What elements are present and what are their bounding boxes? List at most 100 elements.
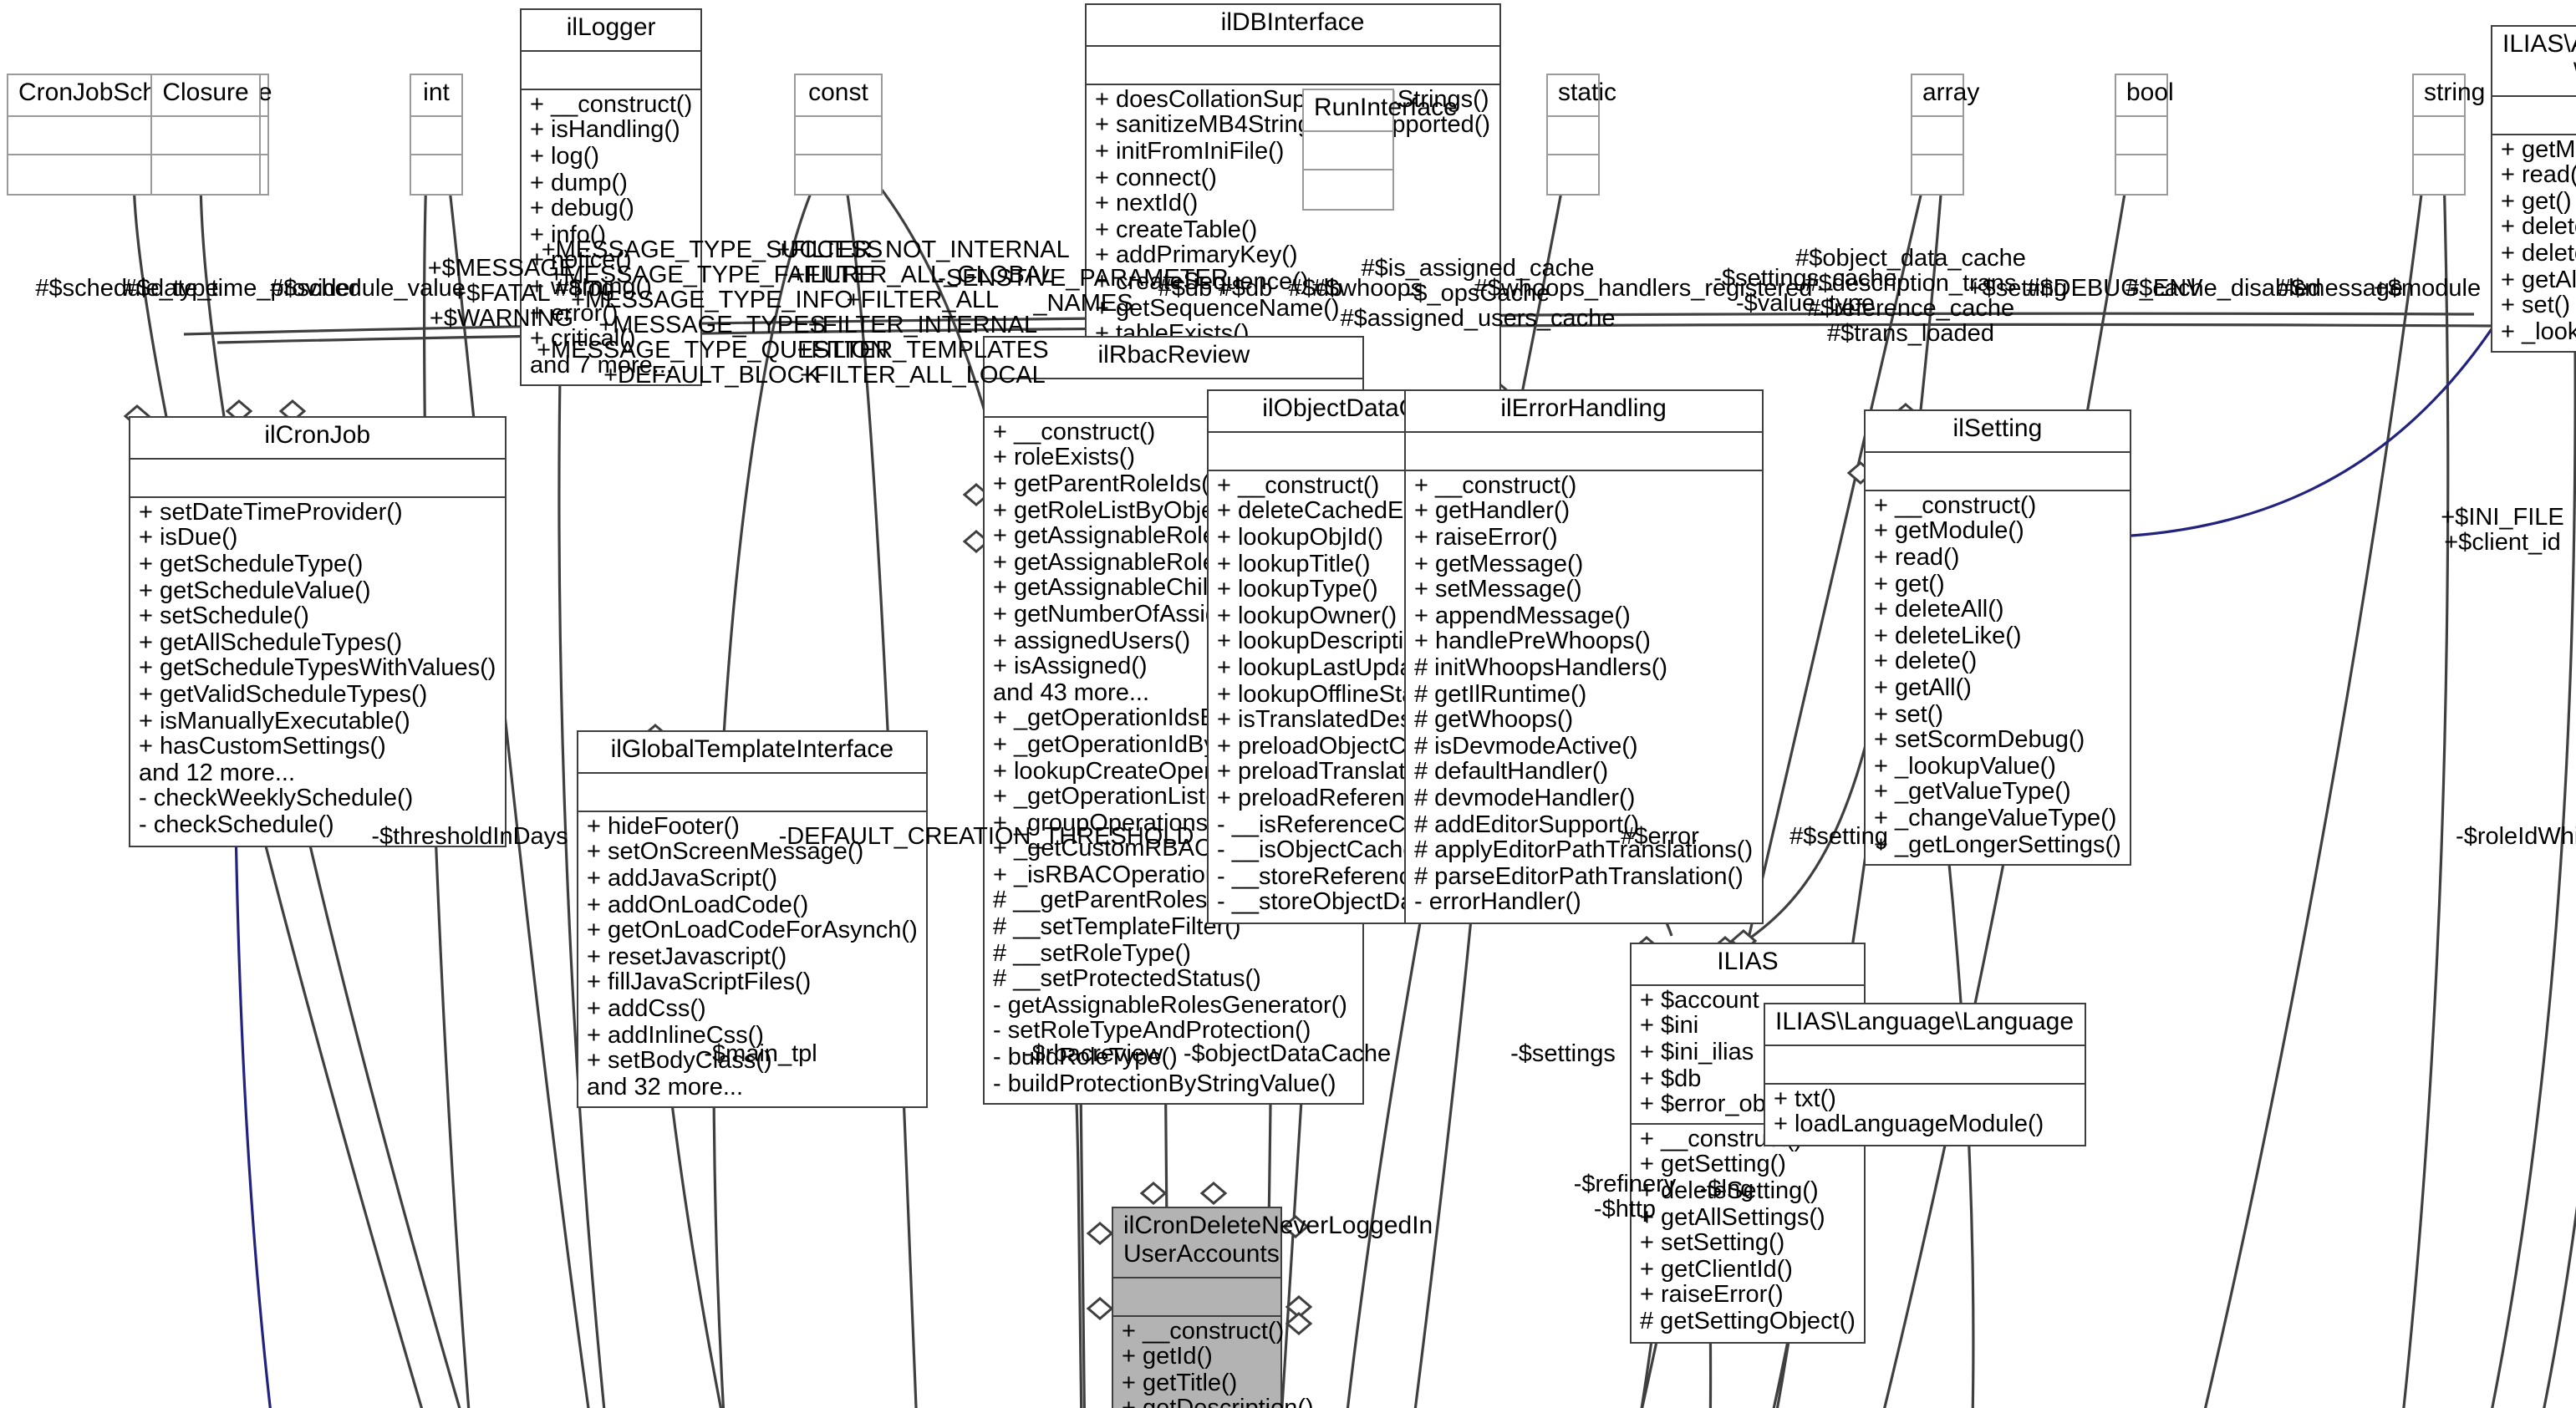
class-title: Closure <box>152 75 259 117</box>
class-operations: + getModule()+ read()+ get()+ deleteAll(… <box>2492 135 2576 352</box>
class-member: and 12 more... <box>139 760 295 787</box>
class-member: + setSetting() <box>1640 1230 1785 1258</box>
class-member: + getValidScheduleTypes() <box>139 681 428 709</box>
class-member: + getAll() <box>1874 674 1972 702</box>
class-node-ilSetting[interactable]: ilSetting + __construct()+ getModule()+ … <box>1864 409 2131 867</box>
class-member: + getAllScheduleTypes() <box>139 629 403 657</box>
class-operations: + txt()+ loadLanguageModule() <box>1765 1085 2084 1145</box>
class-member: + log() <box>530 143 600 170</box>
class-title: string <box>2414 75 2485 117</box>
class-title: bool <box>2116 75 2174 117</box>
edge-label: #$db <box>1158 276 1213 302</box>
class-node-ilErrorHandling[interactable]: ilErrorHandling + __construct()+ getHand… <box>1404 389 1764 924</box>
class-node-const[interactable]: const <box>794 74 883 196</box>
class-member: + doesCollationSupportMB4Strings() <box>1095 86 1489 114</box>
class-member: + getAll() <box>2501 267 2576 294</box>
class-member: # applyEditorPathTranslations() <box>1414 837 1754 865</box>
class-member: + _changeValueType() <box>1874 805 2117 832</box>
class-node-ilCronJob[interactable]: ilCronJob + setDateTimeProvider()+ isDue… <box>129 416 507 847</box>
class-member: + nextId() <box>1095 191 1199 218</box>
class-node-ilCronDeleteNeverLoggedInUserAccounts[interactable]: ilCronDeleteNeverLoggedIn UserAccounts +… <box>1112 1207 1433 1408</box>
class-member: + fillJavaScriptFiles() <box>587 969 812 997</box>
class-title: ilGlobalTemplateInterface <box>578 732 926 774</box>
edge-label: #$error <box>1621 824 1699 851</box>
class-member: + deleteAll() <box>2501 214 2576 241</box>
class-member: + getScheduleTypesWithValues() <box>139 655 496 683</box>
edge-label: -$objectDataCache <box>1183 1041 1392 1068</box>
class-title: ilDBInterface <box>1087 5 1499 47</box>
class-member: + read() <box>2501 162 2576 190</box>
class-member: + __construct() <box>530 91 693 119</box>
class-member: + deleteLike() <box>1874 623 2022 650</box>
class-member: + __construct() <box>1122 1318 1285 1345</box>
class-member: + _lookupValue() <box>1874 753 2056 780</box>
class-operations: + __construct()+ getId()+ getTitle()+ ge… <box>1113 1316 1314 1408</box>
class-member: + initFromIniFile() <box>1095 138 1285 165</box>
class-member: + setScormDebug() <box>1874 727 2085 755</box>
class-member: + delete() <box>1874 648 1978 676</box>
class-member: + createTable() <box>1095 216 1258 244</box>
class-member: # parseEditorPathTranslation() <box>1414 863 1744 891</box>
class-member: + getModule() <box>2501 136 2576 164</box>
class-member: + isDue() <box>139 525 238 552</box>
class-member: + isHandling() <box>530 117 680 145</box>
class-title: ilSetting <box>1866 411 2130 453</box>
class-member: + set() <box>1874 701 1943 729</box>
edge-label: -$refinery -$http <box>1573 1172 1677 1223</box>
class-member: + get() <box>2501 188 2572 216</box>
edge-label: #$setting <box>1789 824 1888 851</box>
class-node-string[interactable]: string <box>2412 74 2485 196</box>
class-member: + addJavaScript() <box>587 865 778 892</box>
class-member: + getDescription() <box>1122 1397 1314 1408</box>
class-operations: + setDateTimeProvider()+ isDue()+ getSch… <box>130 498 504 845</box>
class-member: - buildProtectionByStringValue() <box>993 1070 1336 1098</box>
class-node-Closure[interactable]: Closure <box>150 74 261 196</box>
class-member: and 32 more... <box>587 1074 743 1101</box>
class-member: + isManuallyExecutable() <box>139 708 410 735</box>
class-member: + deleteAll() <box>1874 597 2004 624</box>
class-member: # isDevmodeActive() <box>1414 733 1638 760</box>
class-member: # getWhoops() <box>1414 707 1574 734</box>
class-node-ILIAS-Administration-Setting[interactable]: ILIAS\Administration \Setting + getModul… <box>2491 25 2576 353</box>
edge-label: -$main_tpl <box>704 1041 817 1068</box>
class-member: + __construct() <box>1414 472 1577 500</box>
class-node-static[interactable]: static <box>1546 74 1616 196</box>
edge-label: -$settings <box>1510 1041 1616 1068</box>
class-member: # __setProtectedStatus() <box>993 966 1261 994</box>
class-title: ilCronJob <box>130 418 505 460</box>
class-member: + setMessage() <box>1414 577 1582 604</box>
edge-label: -$thresholdInDays <box>371 824 568 851</box>
class-member: + delete() <box>2501 240 2576 267</box>
class-node-ILIAS-Language-Language[interactable]: ILIAS\Language\Language + txt()+ loadLan… <box>1764 1003 2085 1146</box>
class-member: + getHandler() <box>1414 498 1571 526</box>
class-member: + debug() <box>530 196 634 223</box>
class-member: - getAssignableRolesGenerator() <box>993 992 1347 1019</box>
class-title: ILIAS <box>1632 944 1864 986</box>
class-member: + __construct() <box>1874 492 2037 520</box>
class-member: + addOnLoadCode() <box>587 892 809 919</box>
edge-label: +$INI_FILE +$client_id <box>2441 505 2564 557</box>
class-member: + resetJavascript() <box>587 943 787 971</box>
class-member: + setDateTimeProvider() <box>139 499 403 526</box>
class-member: + read() <box>1874 544 1960 572</box>
class-member: + handlePreWhoops() <box>1414 628 1651 656</box>
class-member: + getOnLoadCodeForAsynch() <box>587 917 918 945</box>
class-member: + dump() <box>530 170 628 197</box>
class-member: + getScheduleType() <box>139 551 364 578</box>
edge-label: -$rbacreview <box>1024 1041 1163 1068</box>
class-member: # defaultHandler() <box>1414 759 1609 786</box>
class-member: # initWhoopsHandlers() <box>1414 654 1668 682</box>
class-node-bool[interactable]: bool <box>2115 74 2174 196</box>
class-member: + addCss() <box>587 995 706 1023</box>
class-member: + get() <box>1874 571 1945 598</box>
edge-label: #$db <box>1218 276 1273 302</box>
class-node-RunInterface[interactable]: RunInterface <box>1302 89 1458 211</box>
class-member: + getMessage() <box>1414 551 1584 578</box>
class-node-int[interactable]: int <box>410 74 463 196</box>
class-member: - checkWeeklySchedule() <box>139 785 414 813</box>
class-member: + set() <box>2501 292 2570 320</box>
class-node-array[interactable]: array <box>1911 74 1979 196</box>
class-title: ilCronDeleteNeverLoggedIn UserAccounts <box>1113 1208 1433 1278</box>
class-member: - errorHandler() <box>1414 889 1581 917</box>
